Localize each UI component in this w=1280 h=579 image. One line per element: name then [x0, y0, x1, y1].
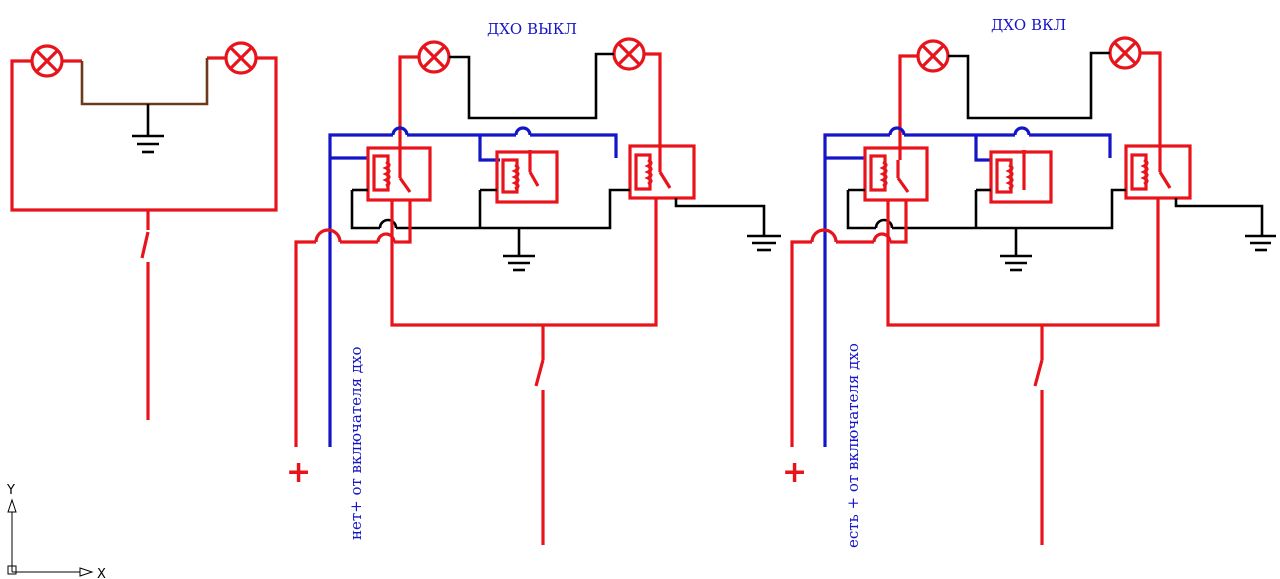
ground-icon — [1245, 234, 1276, 252]
lamp-icon — [916, 39, 950, 73]
relay-coil-icon — [863, 146, 929, 202]
lamp-icon — [612, 37, 646, 71]
lamp-icon — [224, 41, 258, 75]
relay-coil-icon — [1124, 144, 1192, 200]
title-drl-on: ДХО ВКЛ — [991, 16, 1066, 34]
lamp-icon — [1108, 36, 1142, 70]
relay-coil-icon — [989, 150, 1053, 204]
ground-icon — [747, 234, 781, 252]
lamp-icon — [30, 44, 64, 78]
relay-coil-icon — [495, 150, 559, 204]
axis-x-label: X — [97, 567, 106, 579]
relay-coil-icon — [366, 146, 432, 202]
circuit-drl-on: ДХО ВКЛ — [782, 16, 1276, 548]
switch-icon — [1033, 359, 1044, 387]
switch-icon — [896, 177, 910, 193]
switch-icon — [528, 171, 540, 187]
switch-icon — [398, 177, 412, 193]
switch-icon — [658, 171, 672, 189]
ucs-axis-icon: Y X — [6, 483, 106, 579]
plus-terminal: + — [782, 455, 807, 490]
feed-note-off: нет+ от включателя дхо — [347, 346, 365, 540]
ground-icon — [1000, 254, 1032, 272]
switch-icon — [1158, 171, 1172, 189]
title-drl-off: ДХО ВЫКЛ — [487, 20, 577, 38]
circuit-drl-off: ДХО ВЫКЛ — [286, 20, 781, 545]
axis-y-label: Y — [6, 483, 15, 498]
switch-icon — [140, 231, 150, 259]
relay-coil-icon — [628, 144, 696, 200]
lamp-icon — [417, 40, 451, 74]
plus-terminal: + — [286, 455, 311, 490]
ground-icon — [132, 134, 164, 154]
ground-icon — [503, 254, 535, 272]
switch-icon — [534, 359, 545, 387]
circuit-simple — [10, 41, 278, 420]
feed-note-on: есть + от включателя дхо — [844, 343, 862, 548]
